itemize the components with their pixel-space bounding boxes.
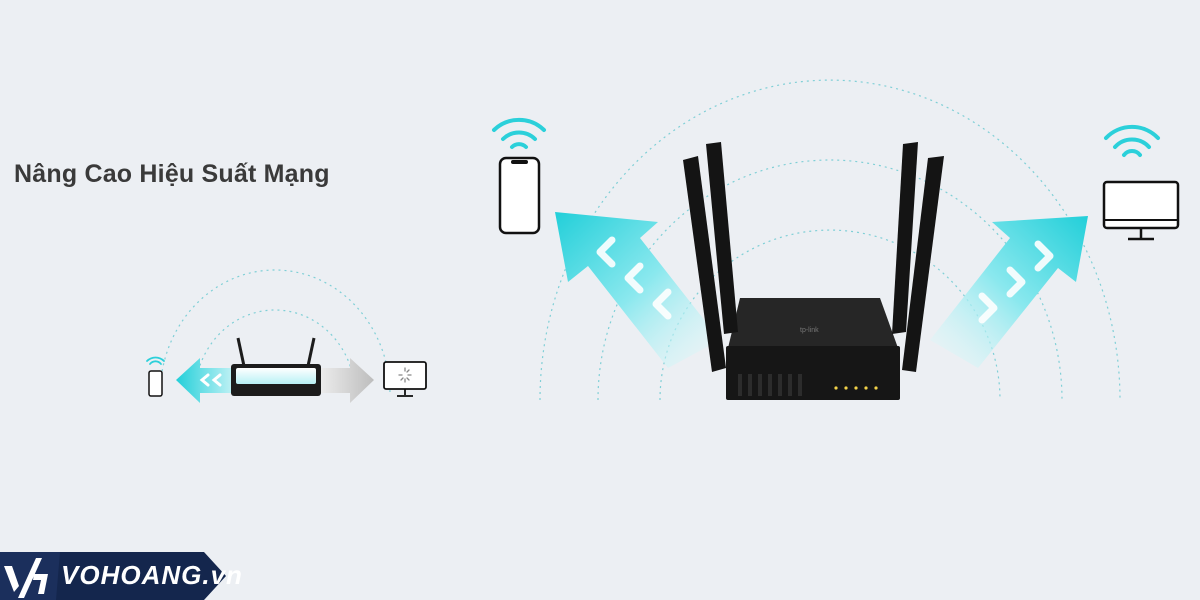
brand-mark-icon	[4, 558, 48, 598]
router-small	[231, 337, 321, 396]
router-antennas	[683, 142, 944, 372]
brand-name: VOHOANG.vn	[61, 560, 243, 590]
page-heading: Nâng Cao Hiệu Suất Mạng	[14, 160, 330, 188]
beam-arrow-left	[555, 212, 720, 368]
phone-large-icon	[498, 156, 541, 235]
router-large: tp-link	[683, 142, 944, 400]
loading-spinner-icon	[398, 367, 412, 383]
beam-arrow-right	[930, 216, 1088, 368]
small-arrow-right	[318, 358, 374, 403]
monitor-small-icon	[383, 361, 427, 397]
wifi-icon-phone-large	[492, 117, 546, 149]
brand-logo	[0, 552, 226, 600]
phone-small-icon	[148, 370, 163, 397]
wifi-icon-phone-small	[146, 356, 165, 365]
router-logo-text: tp-link	[800, 327, 819, 334]
monitor-large-icon	[1102, 180, 1180, 241]
small-arrow-left	[176, 358, 236, 403]
wifi-icon-monitor-large	[1104, 124, 1160, 157]
